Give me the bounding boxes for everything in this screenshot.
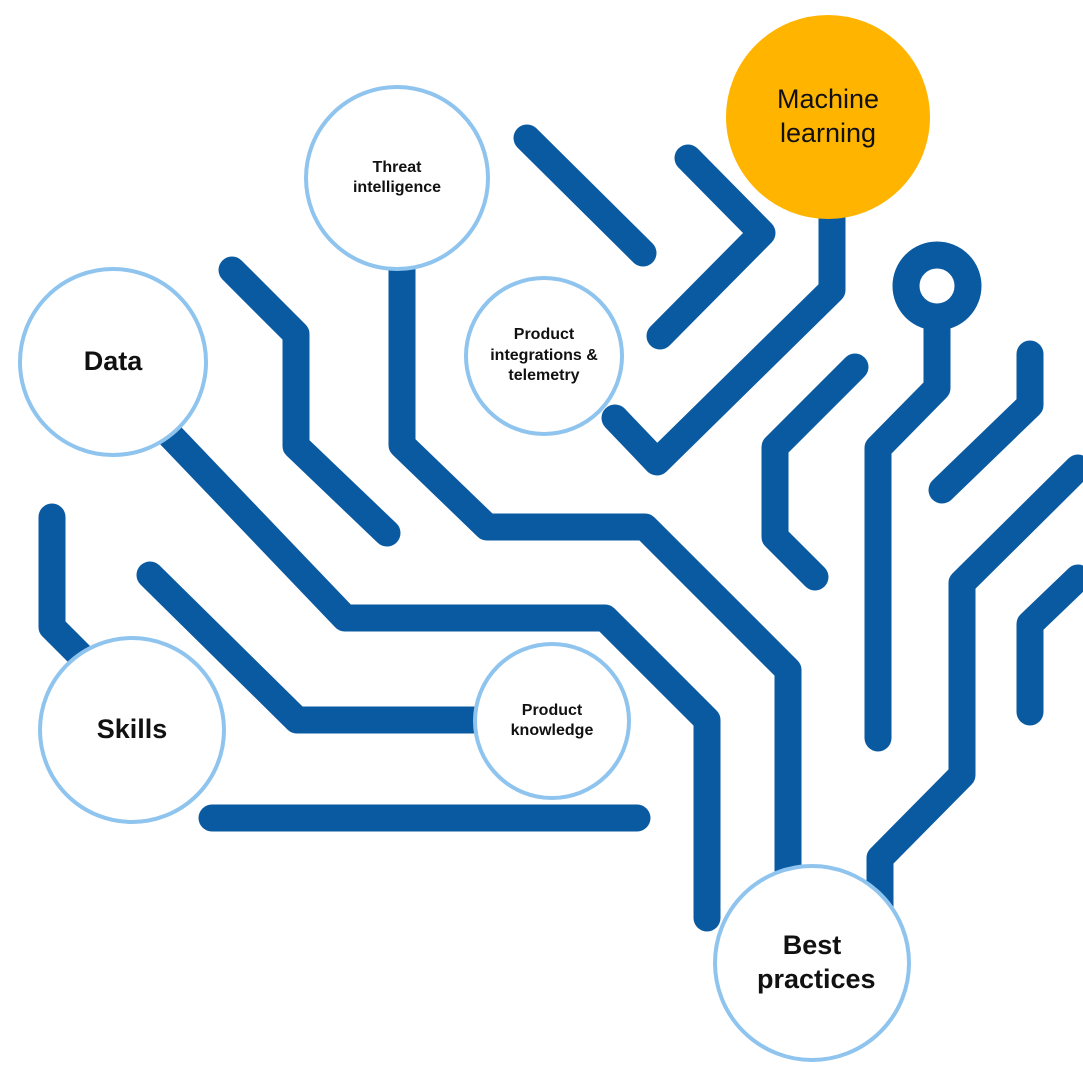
node-machine-learning: Machine learning [726,15,930,219]
trace-right-short [928,340,1044,504]
trace-knowledge-link [136,561,490,734]
node-best-practices: Best practices [713,864,911,1062]
trace-chevron [646,144,776,350]
node-data: Data [18,267,208,457]
node-skills: Skills [38,636,226,824]
node-threat-intelligence: Threat intelligence [304,85,490,271]
node-product-integrations: Product integrations & telemetry [464,276,624,436]
node-product-knowledge-label: Product knowledge [510,702,594,739]
node-machine-learning-label: Machine learning [776,84,880,148]
trace-right-long [866,454,1083,934]
node-product-integrations-label: Product integrations & telemetry [490,325,598,385]
trace-far-right [1016,564,1083,726]
trace-ml-to-integrations [601,198,846,476]
trace-right-bend [761,353,869,591]
trace-skills-up [38,503,94,669]
node-product-knowledge: Product knowledge [473,642,631,800]
trace-zigzag-left [218,256,401,547]
trace-ring-stem [864,304,951,752]
trace-top-diagonal [513,124,657,267]
node-skills-label: Skills [96,714,168,745]
trace-data-to-product-bus [156,421,721,932]
node-best-practices-label: Best practices [757,930,876,994]
node-data-label: Data [83,346,143,377]
node-threat-intelligence-label: Threat intelligence [352,159,442,196]
trace-threat-to-best-practices [388,254,802,886]
